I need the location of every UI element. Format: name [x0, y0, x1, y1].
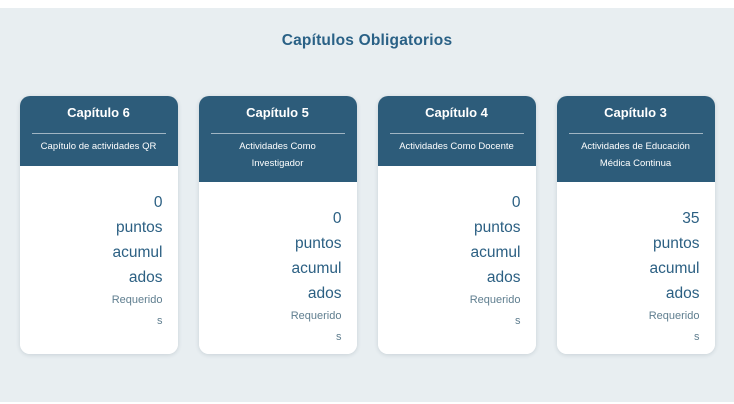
header-divider: [31, 133, 166, 134]
required-label: Requeridos: [469, 293, 521, 327]
required-label: Requeridos: [111, 293, 163, 327]
chapter-card-body: 35 puntos acumulados Requeridos: [556, 182, 715, 354]
chapter-subtitle: Actividades Como Docente: [399, 141, 514, 152]
chapter-title: Capítulo 6: [67, 105, 130, 120]
chapter-card[interactable]: Capítulo 4 Actividades Como Docente 0 pu…: [377, 96, 536, 354]
points-suffix-label: puntos acumulados: [649, 235, 700, 303]
chapter-card-body: 0 puntos acumulados Requeridos: [377, 165, 536, 354]
points-value: 0: [511, 193, 521, 211]
points-accumulated: 0 puntos acumulados: [289, 206, 342, 306]
chapter-title: Capítulo 4: [425, 105, 488, 120]
header-divider: [210, 133, 345, 134]
points-value: 0: [332, 210, 342, 228]
points-suffix-label: puntos acumulados: [291, 235, 342, 303]
points-suffix-label: puntos acumulados: [470, 218, 521, 286]
chapter-card-header: Capítulo 3 Actividades de Educación Médi…: [556, 96, 715, 183]
chapter-title: Capítulo 3: [604, 105, 667, 120]
points-value: 0: [153, 193, 163, 211]
header-divider: [568, 133, 703, 134]
page-title: Capítulos Obligatorios: [281, 32, 453, 49]
points-value: 35: [682, 210, 700, 228]
chapter-card[interactable]: Capítulo 5 Actividades Como Investigador…: [198, 96, 357, 354]
chapter-title: Capítulo 5: [246, 105, 309, 120]
points-accumulated: 35 puntos acumulados: [647, 206, 700, 306]
chapter-card-header: Capítulo 6 Capítulo de actividades QR: [19, 96, 178, 166]
chapter-card-header: Capítulo 4 Actividades Como Docente: [377, 96, 536, 166]
chapter-card-body: 0 puntos acumulados Requeridos: [19, 165, 178, 354]
chapter-card[interactable]: Capítulo 6 Capítulo de actividades QR 0 …: [19, 96, 178, 354]
page-background: Capítulos Obligatorios Capítulo 6 Capítu…: [0, 8, 734, 402]
header-divider: [389, 133, 524, 134]
points-accumulated: 0 puntos acumulados: [110, 190, 163, 290]
top-white-strip: [0, 0, 734, 8]
chapter-subtitle: Actividades Como Investigador: [239, 141, 316, 169]
chapter-card-header: Capítulo 5 Actividades Como Investigador: [198, 96, 357, 183]
chapter-card[interactable]: Capítulo 3 Actividades de Educación Médi…: [556, 96, 715, 354]
chapter-subtitle: Actividades de Educación Médica Continua: [581, 141, 690, 169]
cards-row: Capítulo 6 Capítulo de actividades QR 0 …: [0, 96, 734, 354]
points-suffix-label: puntos acumulados: [112, 218, 163, 286]
required-label: Requeridos: [290, 310, 342, 344]
chapter-subtitle: Capítulo de actividades QR: [40, 141, 157, 152]
required-label: Requeridos: [648, 310, 700, 344]
chapter-card-body: 0 puntos acumulados Requeridos: [198, 182, 357, 354]
points-accumulated: 0 puntos acumulados: [468, 190, 521, 290]
